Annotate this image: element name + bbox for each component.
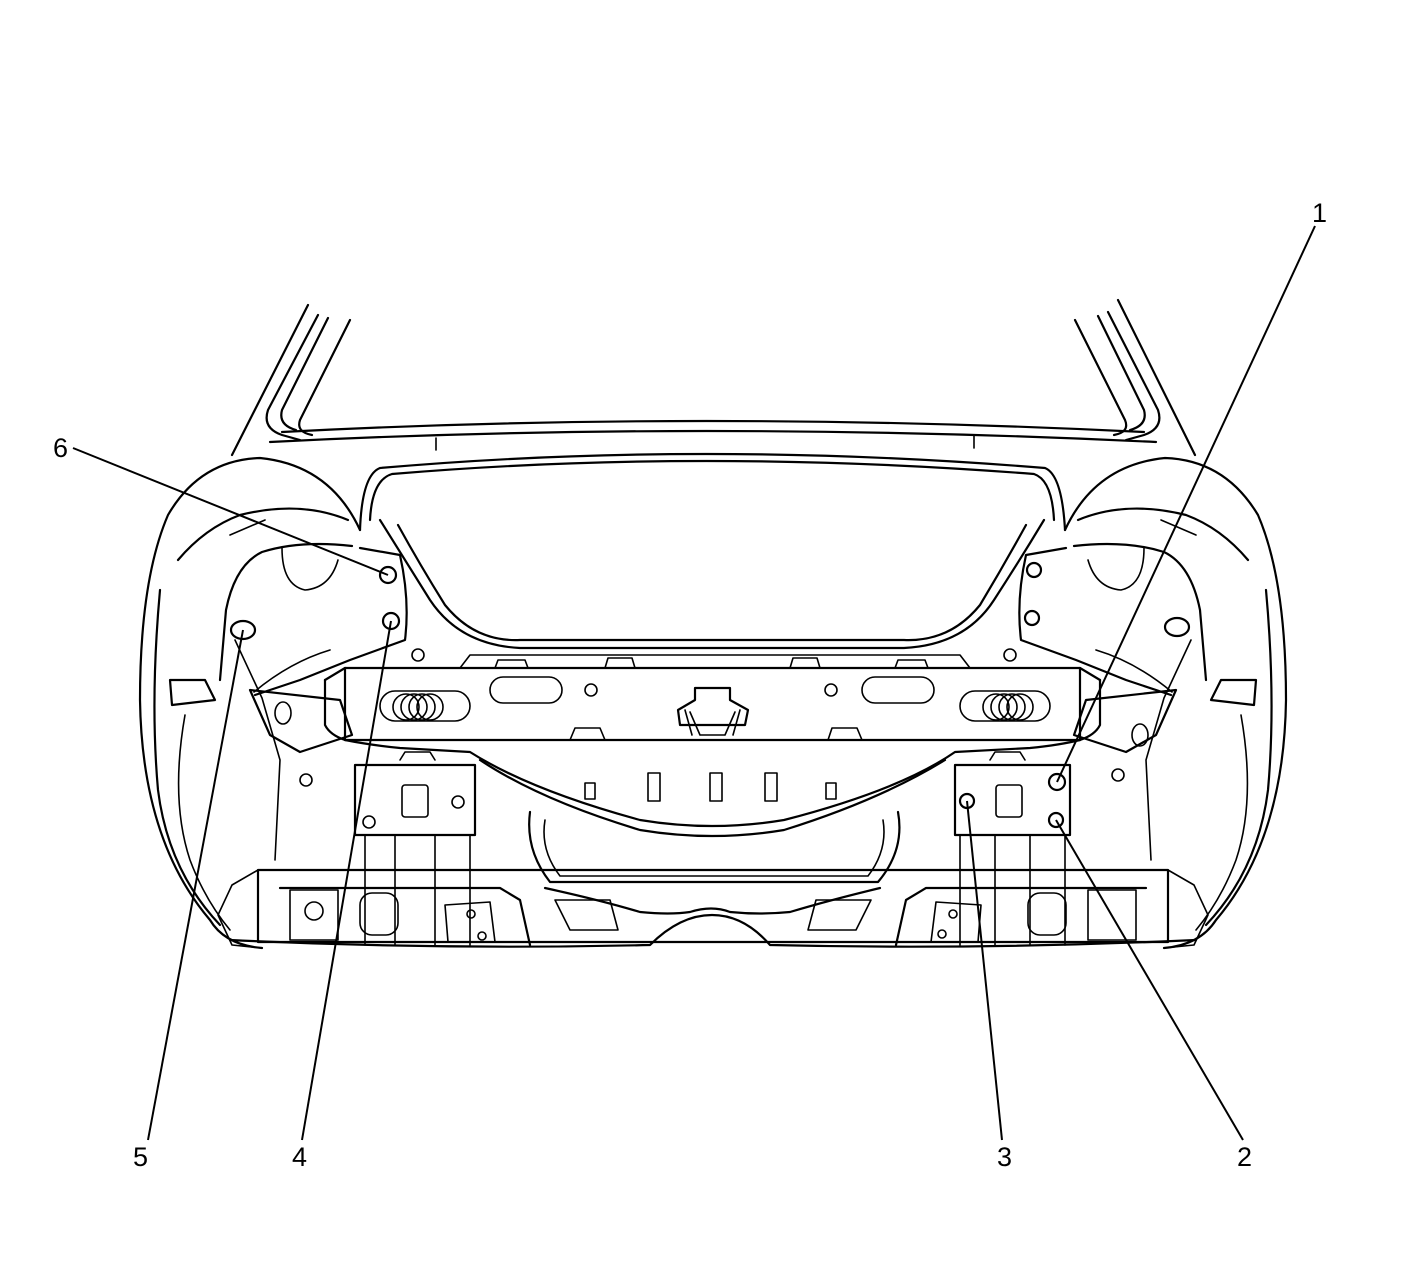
deck-lid-sill (268, 419, 1158, 451)
callout-6: 6 (53, 433, 68, 463)
leader-lines (72, 225, 1316, 1141)
callout-3: 3 (997, 1142, 1012, 1172)
trunk-opening (358, 452, 1067, 650)
rear-end-panel (217, 868, 1209, 949)
right-quarter-panel (1063, 456, 1288, 950)
hole-5-mirror (1163, 616, 1191, 638)
callout-5: 5 (133, 1142, 148, 1172)
spare-tire-well (528, 810, 901, 884)
callout-labels: 1 2 3 4 5 6 (53, 198, 1327, 1172)
right-slotted-holes (982, 693, 1034, 721)
leader-1 (1056, 225, 1316, 783)
rear-crossmember (323, 654, 1102, 742)
callout-1: 1 (1312, 198, 1327, 228)
hole-4-mirror (1023, 609, 1041, 627)
rear-pillars (230, 298, 1197, 457)
left-slotted-holes (392, 693, 444, 721)
left-quarter-panel (138, 456, 362, 950)
callout-4: 4 (292, 1142, 307, 1172)
right-mount-plate (953, 648, 1125, 946)
leader-4 (301, 620, 392, 1141)
lower-rail (343, 727, 1082, 838)
latch-striker (676, 686, 750, 736)
leader-5 (147, 629, 244, 1141)
left-mount-plate (299, 648, 477, 946)
leader-6 (72, 447, 389, 576)
leader-3 (966, 800, 1003, 1141)
right-rear-bracket (1018, 546, 1192, 861)
hole-6-mirror (1025, 561, 1043, 579)
leader-2 (1055, 819, 1244, 1141)
callout-2: 2 (1237, 1142, 1252, 1172)
